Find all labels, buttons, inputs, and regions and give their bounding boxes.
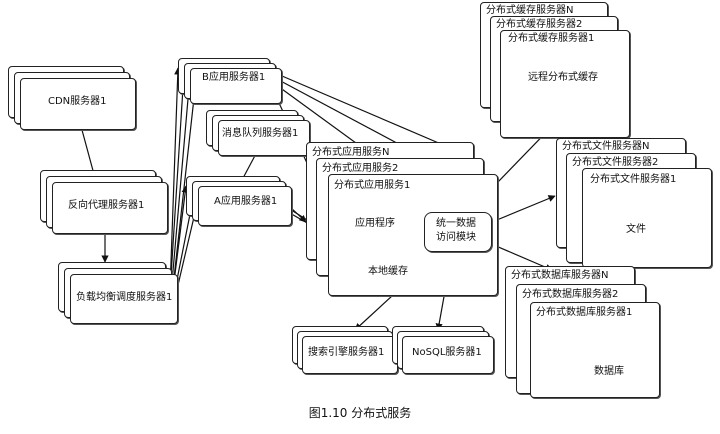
figure-caption: 图1.10 分布式服务 <box>308 406 412 420</box>
edge-lb-appb-2 <box>169 71 188 293</box>
reverse-proxy-label: 反向代理服务器1 <box>68 200 145 211</box>
cache-1-label: 分布式缓存服务器1 <box>508 33 595 44</box>
cache-2-label: 分布式缓存服务器2 <box>496 19 583 30</box>
cache-n-label: 分布式缓存服务器N <box>486 5 574 16</box>
db-2-label: 分布式数据库服务器2 <box>522 289 619 300</box>
dist-app-2-label: 分布式应用服务2 <box>322 163 399 174</box>
file-1-box <box>582 168 712 268</box>
app-b-label: B应用服务器1 <box>202 72 266 83</box>
load-balancer-label: 负载均衡调度服务器1 <box>76 292 173 303</box>
reverse-proxy-server <box>52 182 168 234</box>
cdn-server-label: CDN服务器1 <box>48 96 107 107</box>
edge-appb-dist-1 <box>274 72 456 151</box>
search-server <box>302 336 398 374</box>
db-n-label: 分布式数据库服务器N <box>511 270 609 281</box>
edge-lb-appb-1 <box>169 67 182 291</box>
db-1-box <box>530 302 660 398</box>
file-2-label: 分布式文件服务器2 <box>572 157 659 168</box>
app-b-server <box>190 68 282 104</box>
application-label: 应用程序 <box>355 218 395 229</box>
dist-app-1-label: 分布式应用服务1 <box>334 180 411 191</box>
search-label: 搜索引擎服务器1 <box>308 347 385 358</box>
cdn-server <box>20 78 136 130</box>
message-queue-label: 消息队列服务器1 <box>222 128 299 139</box>
cache-1-box <box>500 30 630 138</box>
file-label: 文件 <box>626 224 646 235</box>
edge-unified-file <box>491 195 556 223</box>
app-a-server <box>198 186 292 226</box>
edge-lb-appb-3 <box>170 75 194 295</box>
app-a-label: A应用服务器1 <box>214 196 278 207</box>
nosql-server <box>402 336 494 374</box>
load-balancer-server <box>70 274 178 324</box>
unified-access-label-2: 访问模块 <box>436 232 476 243</box>
db-1-label: 分布式数据库服务器1 <box>536 307 633 318</box>
unified-access-label-1: 统一数据 <box>436 218 476 229</box>
local-cache-label: 本地缓存 <box>368 266 408 277</box>
message-queue-server <box>218 120 310 156</box>
nosql-label: NoSQL服务器1 <box>412 347 482 358</box>
file-1-label: 分布式文件服务器1 <box>590 174 677 185</box>
database-label: 数据库 <box>594 366 624 377</box>
remote-cache-label: 远程分布式缓存 <box>528 72 598 83</box>
dist-app-n-label: 分布式应用服务N <box>312 147 390 158</box>
unified-access-module <box>424 212 492 252</box>
file-n-label: 分布式文件服务器N <box>562 141 650 152</box>
